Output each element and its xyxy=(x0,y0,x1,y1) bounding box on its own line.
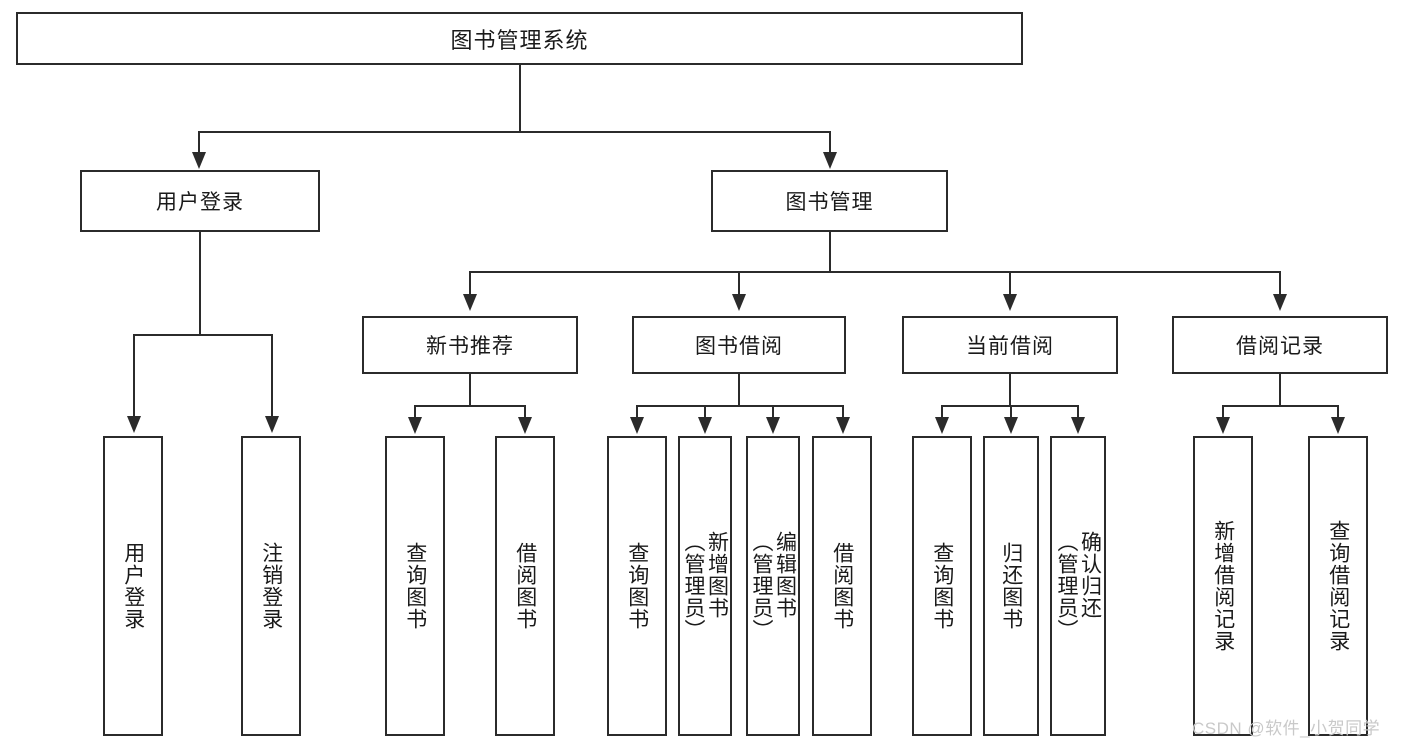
node-current-borrow[interactable]: 当前借阅 xyxy=(902,316,1118,374)
arrowhead-to-book-borrow xyxy=(732,294,746,311)
connector-user-login-leaf2 xyxy=(271,334,273,418)
arrowhead-borrow-record-leaf1 xyxy=(1216,417,1230,434)
leaf-book-borrow-query-book[interactable]: 查询图书 xyxy=(607,436,667,736)
arrowhead-book-borrow-leaf4 xyxy=(836,417,850,434)
connector-root-bus xyxy=(198,131,831,133)
connector-book-management-bus xyxy=(469,271,1280,273)
arrowhead-to-new-book-recommend xyxy=(463,294,477,311)
connector-bm-to-current-borrow xyxy=(1009,271,1011,296)
connector-bm-to-book-borrow xyxy=(738,271,740,296)
leaf-borrow-record-query-record[interactable]: 查询借阅记录 xyxy=(1308,436,1368,736)
leaf-book-borrow-add-book-admin[interactable]: 新增图书 （管理员） xyxy=(678,436,732,736)
leaf-new-book-query-book[interactable]: 查询图书 xyxy=(385,436,445,736)
connector-new-book-stem xyxy=(469,374,471,407)
node-book-borrow[interactable]: 图书借阅 xyxy=(632,316,846,374)
leaf-user-login-logout[interactable]: 注销登录 xyxy=(241,436,301,736)
connector-current-borrow-leaf1 xyxy=(941,405,943,419)
arrowhead-book-borrow-leaf2 xyxy=(698,417,712,434)
arrowhead-to-book-management xyxy=(823,152,837,169)
leaf-book-borrow-edit-book-admin[interactable]: 编辑图书 （管理员） xyxy=(746,436,800,736)
arrowhead-to-user-login xyxy=(192,152,206,169)
connector-root-to-user-login xyxy=(198,131,200,155)
connector-current-borrow-stem xyxy=(1009,374,1011,407)
connector-book-borrow-leaf4 xyxy=(842,405,844,419)
arrowhead-to-borrow-record xyxy=(1273,294,1287,311)
node-root-book-management-system[interactable]: 图书管理系统 xyxy=(16,12,1023,65)
leaf-book-borrow-borrow-book[interactable]: 借阅图书 xyxy=(812,436,872,736)
connector-user-login-stem xyxy=(199,232,201,336)
connector-book-management-stem xyxy=(829,232,831,273)
arrowhead-new-book-leaf1 xyxy=(408,417,422,434)
leaf-current-borrow-return-book[interactable]: 归还图书 xyxy=(983,436,1039,736)
connector-new-book-leaf2 xyxy=(524,405,526,419)
arrowhead-book-borrow-leaf1 xyxy=(630,417,644,434)
connector-borrow-record-bus xyxy=(1222,405,1339,407)
node-new-book-recommend[interactable]: 新书推荐 xyxy=(362,316,578,374)
leaf-new-book-borrow-book[interactable]: 借阅图书 xyxy=(495,436,555,736)
connector-borrow-record-leaf2 xyxy=(1337,405,1339,419)
arrowhead-current-borrow-leaf1 xyxy=(935,417,949,434)
connector-book-borrow-leaf3 xyxy=(772,405,774,419)
node-borrow-record[interactable]: 借阅记录 xyxy=(1172,316,1388,374)
connector-bm-to-new-book xyxy=(469,271,471,296)
connector-user-login-bus xyxy=(133,334,273,336)
connector-new-book-leaf1 xyxy=(414,405,416,419)
connector-user-login-leaf1 xyxy=(133,334,135,418)
connector-book-borrow-leaf2 xyxy=(704,405,706,419)
arrowhead-book-borrow-leaf3 xyxy=(766,417,780,434)
arrowhead-to-current-borrow xyxy=(1003,294,1017,311)
node-user-login[interactable]: 用户登录 xyxy=(80,170,320,232)
connector-bm-to-borrow-record xyxy=(1279,271,1281,296)
leaf-current-borrow-confirm-return-admin[interactable]: 确认归还 （管理员） xyxy=(1050,436,1106,736)
connector-current-borrow-leaf2 xyxy=(1010,405,1012,419)
arrowhead-new-book-leaf2 xyxy=(518,417,532,434)
connector-new-book-bus xyxy=(414,405,526,407)
connector-book-borrow-stem xyxy=(738,374,740,407)
arrowhead-current-borrow-leaf3 xyxy=(1071,417,1085,434)
leaf-current-borrow-query-book[interactable]: 查询图书 xyxy=(912,436,972,736)
leaf-user-login-login[interactable]: 用户登录 xyxy=(103,436,163,736)
arrowhead-user-login-leaf1 xyxy=(127,416,141,433)
arrowhead-user-login-leaf2 xyxy=(265,416,279,433)
leaf-borrow-record-add-record[interactable]: 新增借阅记录 xyxy=(1193,436,1253,736)
connector-current-borrow-leaf3 xyxy=(1077,405,1079,419)
arrowhead-current-borrow-leaf2 xyxy=(1004,417,1018,434)
csdn-watermark: CSDN @软件_小贺同学 xyxy=(1192,719,1381,738)
node-book-management[interactable]: 图书管理 xyxy=(711,170,948,232)
connector-book-borrow-bus xyxy=(636,405,844,407)
connector-book-borrow-leaf1 xyxy=(636,405,638,419)
arrowhead-borrow-record-leaf2 xyxy=(1331,417,1345,434)
connector-borrow-record-stem xyxy=(1279,374,1281,407)
connector-root-stem xyxy=(519,65,521,132)
connector-root-to-book-management xyxy=(829,131,831,155)
connector-borrow-record-leaf1 xyxy=(1222,405,1224,419)
